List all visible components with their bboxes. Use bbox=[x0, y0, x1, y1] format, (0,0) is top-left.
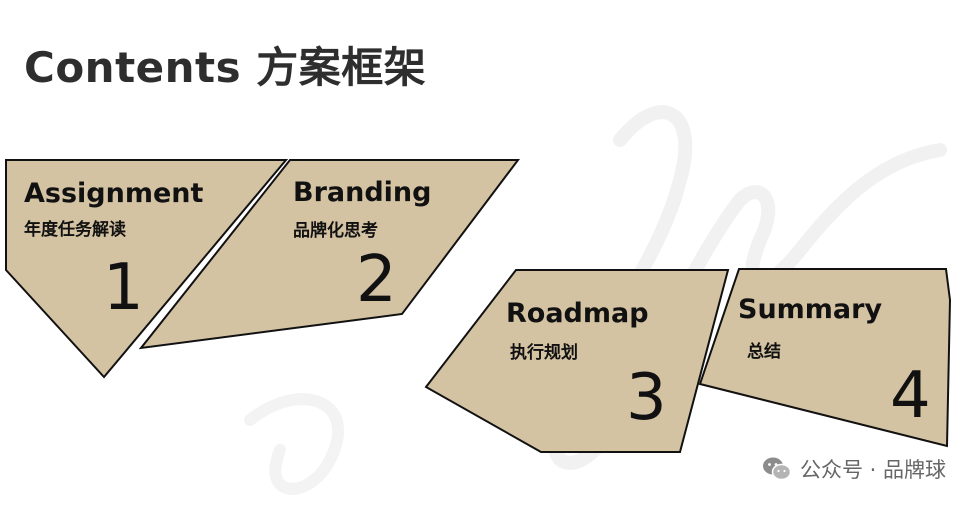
watermark-text: 公众号 · 品牌球 bbox=[799, 458, 946, 482]
card-3-subtitle: 执行规划 bbox=[510, 343, 578, 363]
card-4-title: Summary bbox=[738, 294, 883, 325]
card-1-number: 1 bbox=[103, 251, 144, 325]
card-3-number: 3 bbox=[626, 361, 667, 435]
watermark: 公众号 · 品牌球 bbox=[762, 454, 946, 484]
card-1-title: Assignment bbox=[24, 178, 204, 209]
card-2-shape[interactable] bbox=[138, 159, 521, 350]
card-4-number: 4 bbox=[890, 359, 931, 433]
card-2-subtitle: 品牌化思考 bbox=[293, 221, 378, 241]
card-4-subtitle: 总结 bbox=[747, 342, 781, 362]
page-title: Contents 方案框架 bbox=[24, 43, 427, 92]
wechat-icon bbox=[762, 457, 792, 481]
card-2-number: 2 bbox=[356, 243, 397, 317]
card-1-shape[interactable] bbox=[5, 159, 289, 379]
card-4-shape[interactable] bbox=[698, 268, 952, 448]
card-3-shape[interactable] bbox=[424, 269, 730, 453]
card-3-title: Roadmap bbox=[506, 298, 649, 329]
card-2-title: Branding bbox=[293, 177, 432, 208]
card-1-subtitle: 年度任务解读 bbox=[24, 220, 126, 240]
